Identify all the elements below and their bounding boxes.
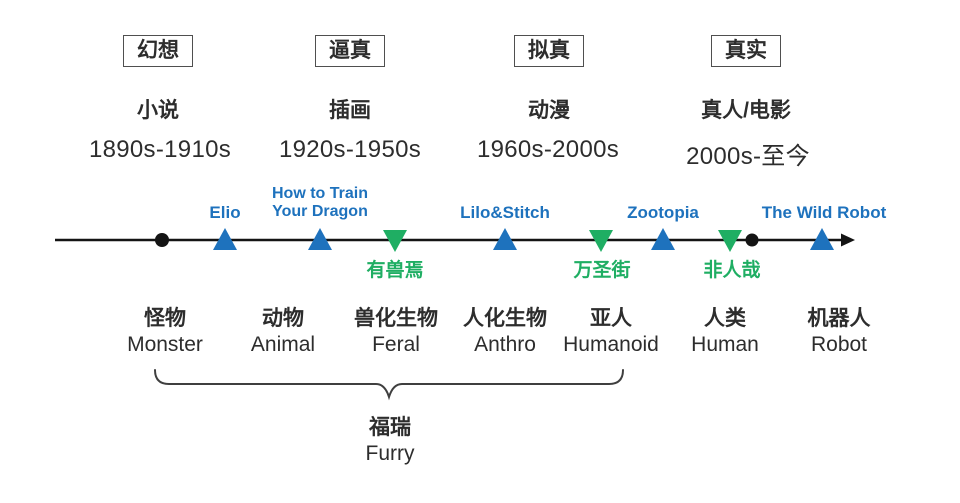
medium-novel: 小说 [137,99,179,122]
category-animal: 动物 Animal [251,306,315,358]
furry-label-zh: 福瑞 [369,416,411,439]
film-label-wild-robot: The Wild Robot [761,203,887,222]
elio-marker [213,228,237,250]
era-1890s-1910s: 1890s-1910s [88,136,232,163]
category-human-zh: 人类 [703,307,746,330]
category-feral-zh: 兽化生物 [354,307,438,330]
category-human: 人类 Human [691,306,759,358]
medium-animation: 动漫 [528,99,570,122]
category-feral-en: Feral [372,333,420,356]
wild-robot-marker [810,228,834,250]
category-animal-en: Animal [250,333,316,356]
timeline-dot-left [155,233,169,247]
category-humanoid-zh: 亚人 [589,307,632,330]
category-monster-en: Monster [127,333,203,356]
work-label-wanshengjie: 万圣街 [573,260,631,281]
zootopia-marker [651,228,675,250]
timeline-dot-right [745,233,759,247]
how-to-train-your-dragon-marker [308,228,332,250]
level-box-fantasy: 幻想 [123,35,193,67]
category-monster: 怪物 Monster [127,306,203,358]
work-label-youshouyan: 有兽焉 [366,260,424,281]
feirenzai-marker [718,230,742,252]
category-robot: 机器人 Robot [808,306,871,358]
category-anthro: 人化生物 Anthro [463,306,547,358]
film-label-lilo-stitch: Lilo&Stitch [460,203,550,222]
era-1960s-2000s: 1960s-2000s [476,136,620,163]
category-monster-zh: 怪物 [143,307,186,330]
arrowhead-icon [841,233,855,247]
category-anthro-zh: 人化生物 [463,307,547,330]
furry-label: 福瑞 Furry [366,415,415,467]
film-label-elio: Elio [209,203,241,222]
category-robot-zh: 机器人 [807,307,871,330]
furry-brace [154,369,624,401]
medium-live-action: 真人/电影 [701,99,791,122]
category-human-en: Human [691,333,759,356]
level-box-simulated: 拟真 [514,35,584,67]
furry-label-en: Furry [365,442,415,465]
level-box-lifelike: 逼真 [315,35,385,67]
youshouyan-marker [383,230,407,252]
wanshengjie-marker [589,230,613,252]
category-humanoid: 亚人 Humanoid [563,306,659,358]
era-2000s-now: 2000s-至今 [686,143,810,170]
lilo-and-stitch-marker [493,228,517,250]
category-anthro-en: Anthro [474,333,536,356]
work-label-feirenzai: 非人哉 [703,260,761,281]
level-box-real: 真实 [711,35,781,67]
category-humanoid-en: Humanoid [563,333,659,356]
film-label-httyd: How to Train Your Dragon [272,185,368,220]
category-robot-en: Robot [810,333,868,356]
category-animal-zh: 动物 [261,307,304,330]
era-1920s-1950s: 1920s-1950s [278,136,422,163]
film-label-zootopia: Zootopia [627,203,699,222]
medium-illustration: 插画 [329,99,371,122]
category-feral: 兽化生物 Feral [354,306,438,358]
